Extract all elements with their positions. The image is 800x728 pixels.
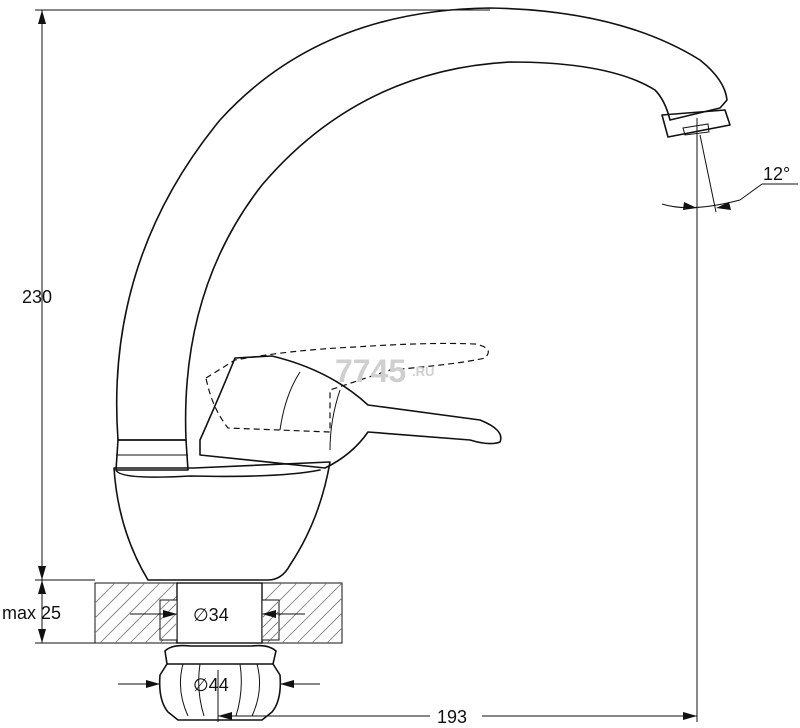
dimension-reach: 193	[217, 118, 698, 727]
dimension-shank-diameter-label: ∅34	[193, 605, 229, 625]
svg-text:.RU: .RU	[412, 364, 434, 379]
mounting-shank	[159, 582, 280, 644]
dimension-reach-label: 193	[437, 707, 467, 727]
dimension-height-label: 230	[22, 287, 52, 307]
dimension-height: 230	[22, 9, 490, 580]
dimension-countertop: max 25	[2, 579, 95, 644]
dimension-countertop-label: max 25	[2, 603, 61, 623]
faucet-handle-alt-position	[205, 342, 489, 433]
dimension-nut-diameter-label: ∅44	[193, 675, 229, 695]
faucet-spout	[115, 7, 731, 471]
watermark-logo: 7745 .RU	[335, 353, 434, 389]
faucet-handle	[199, 355, 502, 469]
fixing-nut	[158, 644, 282, 721]
dimension-spout-angle-label: 12°	[763, 164, 790, 184]
dimension-nut-diameter: ∅44	[118, 675, 320, 695]
faucet-body	[113, 461, 331, 581]
dimension-spout-angle: 12°	[661, 134, 798, 213]
svg-text:7745: 7745	[335, 353, 406, 389]
dimension-shank-diameter: ∅34	[130, 605, 305, 625]
